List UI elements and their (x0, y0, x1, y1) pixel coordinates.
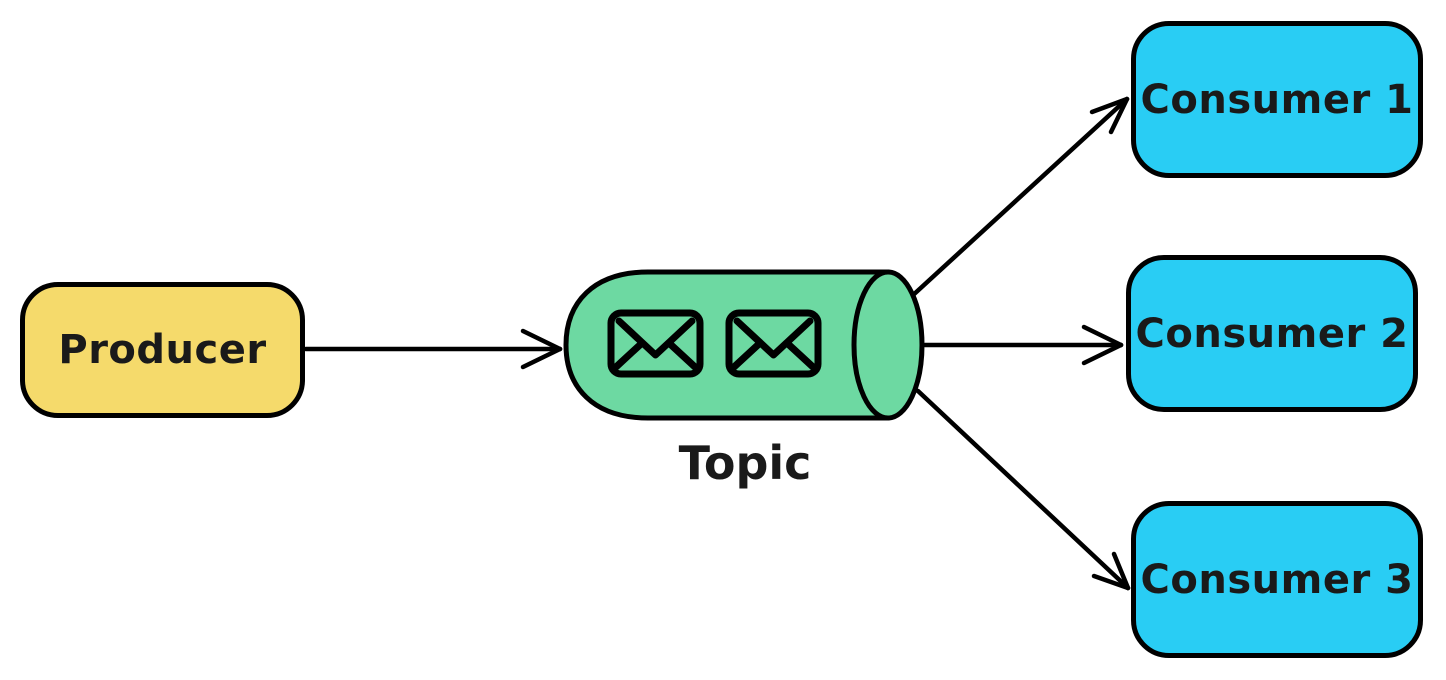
envelope-icon (607, 309, 704, 378)
node-producer: Producer (20, 282, 305, 418)
edge-topic-to-consumer1 (909, 96, 1130, 299)
consumer3-label: Consumer 3 (1140, 556, 1414, 603)
producer-label: Producer (58, 327, 267, 373)
node-consumer3: Consumer 3 (1131, 501, 1423, 658)
node-consumer1: Consumer 1 (1131, 21, 1423, 178)
node-consumer2: Consumer 2 (1126, 255, 1418, 412)
topic-cylinder-end-cap (851, 269, 925, 421)
consumer1-label: Consumer 1 (1140, 76, 1414, 123)
envelope-icon (725, 309, 822, 378)
topic-cylinder (563, 269, 925, 421)
edge-topic-to-consumer2 (922, 324, 1124, 366)
consumer2-label: Consumer 2 (1135, 310, 1409, 357)
edge-producer-to-topic (303, 328, 563, 370)
edge-topic-to-consumer3 (915, 388, 1131, 591)
topic-label: Topic (678, 436, 812, 490)
